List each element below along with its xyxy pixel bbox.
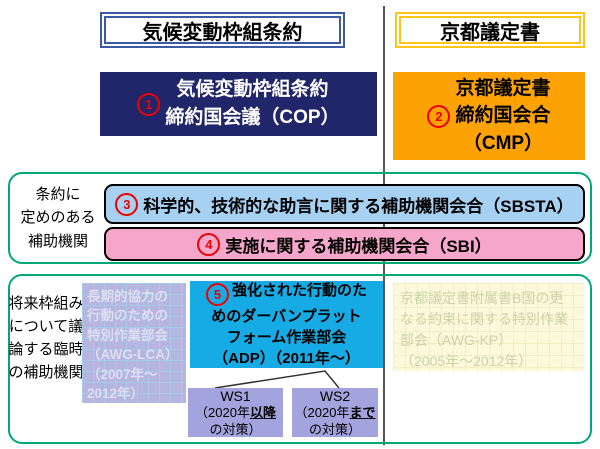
section1-label-line2: 定めのある — [20, 209, 96, 227]
sbsta-box: 3 科学的、技術的な助言に関する補助機関会合（SBSTA） — [104, 184, 585, 224]
ws2-line3: の対策） — [308, 421, 361, 437]
awg-lca-line2: 行動のための — [87, 308, 168, 324]
header-unfccc: 気候変動枠組条約 — [100, 12, 345, 48]
ws1-line2-em: 以降 — [249, 404, 276, 420]
header-unfccc-label: 気候変動枠組条約 — [142, 21, 303, 44]
cop-text: 気候変動枠組条約 締約国会議（COP） — [165, 76, 339, 131]
awg-kp-box: 京都議定書附属書B国の更 なる約束に関する特別作業 部会（AWG-KP） （20… — [393, 283, 584, 371]
section2-label: 将来枠組み について議 論する臨時 の補助機関 — [8, 288, 84, 388]
ws2-box: WS2 （2020年まで の対策） — [292, 388, 378, 437]
ws1-box: WS1 （2020年以降 の対策） — [188, 388, 283, 437]
number-2-icon: 2 — [427, 104, 451, 128]
number-4-icon: 4 — [197, 232, 221, 256]
sbi-box: 4 実施に関する補助機関会合（SBI） — [104, 227, 585, 261]
header-kyoto-label: 京都議定書 — [440, 21, 540, 44]
number-3-icon: 3 — [115, 192, 139, 216]
cmp-line1: 京都議定書 — [455, 77, 551, 99]
section1-label-line3: 補助機関 — [27, 232, 88, 250]
section1-label-line1: 条約に — [35, 186, 81, 204]
ws2-line2-pre: （2020年 — [294, 404, 350, 420]
header-kyoto-protocol: 京都議定書 — [395, 12, 585, 48]
section1-label: 条約に 定めのある 補助機関 — [12, 180, 104, 256]
number-5-icon: 5 — [205, 283, 229, 306]
ws1-title: WS1 — [220, 387, 251, 404]
adp-line4: （ADP）（2011年～） — [213, 350, 360, 367]
section2-label-line1: 将来枠組み — [8, 294, 84, 312]
awg-kp-line1: 京都議定書附属書B国の更 — [400, 290, 564, 306]
column-divider-line — [383, 6, 385, 445]
cop-line2: 締約国会議（COP） — [165, 107, 340, 128]
awg-kp-line2: なる約束に関する特別作業 — [400, 311, 568, 327]
awg-lca-line6: 2012年） — [87, 386, 145, 402]
cop-box: 1 気候変動枠組条約 締約国会議（COP） — [100, 72, 377, 136]
ws1-line2: （2020年以降 — [195, 405, 276, 422]
awg-lca-line5: （2007年～ — [87, 366, 158, 382]
adp-line2: めのダーバンプラット — [211, 308, 362, 325]
cmp-box: 2 京都議定書 締約国会合 （CMP） — [393, 72, 585, 160]
cmp-text: 京都議定書 締約国会合 （CMP） — [455, 75, 550, 158]
ws1-line2-pre: （2020年 — [195, 404, 250, 420]
cmp-line2: 締約国会合 — [455, 105, 551, 127]
ws2-line2: （2020年まで — [295, 405, 376, 422]
awg-kp-line3: 部会（AWG-KP） — [400, 332, 513, 348]
adp-workstream-connector — [214, 370, 340, 389]
ws1-line3: の対策） — [209, 421, 262, 437]
awg-lca-box: 長期的協力の 行動のための 特別作業部会 （AWG-LCA） （2007年～ 2… — [82, 283, 186, 403]
section2-label-line4: の補助機関 — [8, 364, 84, 382]
cmp-line3: （CMP） — [462, 132, 544, 154]
sbi-label: 実施に関する補助機関会合（SBI） — [225, 236, 492, 256]
section2-label-line2: について議 — [8, 317, 84, 335]
awg-lca-line4: （AWG-LCA） — [87, 347, 179, 363]
number-1-icon: 1 — [137, 92, 161, 116]
section-convention-bodies — [8, 172, 592, 264]
awg-lca-line3: 特別作業部会 — [87, 327, 168, 343]
sbsta-label: 科学的、技術的な助言に関する補助機関会合（SBSTA） — [143, 196, 574, 216]
awg-kp-line4: （2005年～2012年） — [400, 353, 533, 369]
ws2-title: WS2 — [319, 387, 351, 404]
awg-lca-line1: 長期的協力の — [87, 289, 168, 304]
section-future-framework-bodies — [8, 274, 592, 444]
ws2-line2-em: まで — [349, 404, 376, 420]
section2-label-line3: 論する臨時 — [8, 341, 84, 358]
cop-line1: 気候変動枠組条約 — [176, 79, 329, 101]
adp-line1-text: 強化された行動のた — [231, 282, 367, 299]
adp-line3: フォーム作業部会 — [226, 329, 347, 346]
